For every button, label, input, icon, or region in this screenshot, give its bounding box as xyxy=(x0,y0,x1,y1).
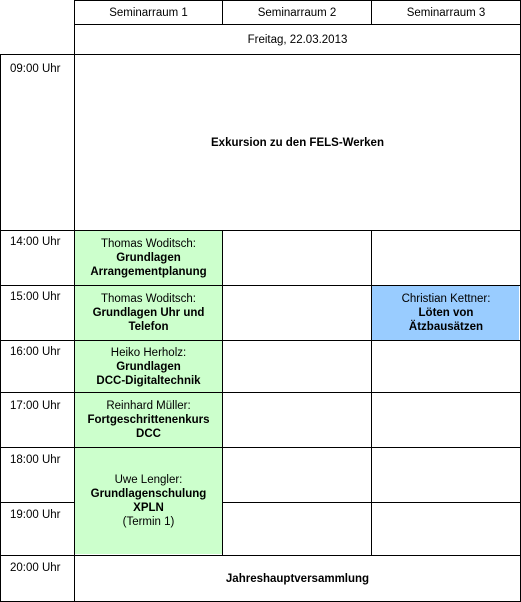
time-label-1900: 19:00 Uhr xyxy=(10,509,61,521)
time-label-0900: 09:00 Uhr xyxy=(10,63,61,75)
grid-line xyxy=(371,0,372,25)
fill-s1-1500 xyxy=(75,286,222,340)
date-header: Freitag, 22.03.2013 xyxy=(247,33,348,46)
room-header-2: Seminarraum 2 xyxy=(257,6,337,19)
event-speaker: Christian Kettner: xyxy=(401,293,491,305)
fill-s1-1700 xyxy=(75,393,222,447)
grid-line xyxy=(371,230,372,556)
time-label-2000: 20:00 Uhr xyxy=(10,562,61,574)
event-speaker: Heiko Herholz: xyxy=(110,346,187,359)
event-title: DCC xyxy=(136,428,161,440)
grid-line xyxy=(0,340,521,341)
time-label-1700: 17:00 Uhr xyxy=(10,400,61,412)
event-s1-1600: Heiko Herholz: Grundlagen DCC-Digitaltec… xyxy=(75,341,222,392)
event-title: Arrangementplanung xyxy=(90,266,207,278)
event-title: Grundlagenschulung xyxy=(90,488,207,500)
fill-s1-1400 xyxy=(75,231,222,285)
grid-line xyxy=(0,285,521,286)
fill-s3-1500 xyxy=(372,286,519,340)
event-note: (Termin 1) xyxy=(122,516,175,528)
event-speaker: Thomas Woditsch: xyxy=(100,293,196,305)
grid-line xyxy=(222,0,223,25)
grid-line xyxy=(0,502,74,503)
event-s1-1700: Reinhard Müller: Fortgeschrittenenkurs D… xyxy=(75,393,222,447)
event-s1-1500: Thomas Woditsch: Grundlagen Uhr und Tele… xyxy=(75,286,222,340)
time-label-1400: 14:00 Uhr xyxy=(10,236,61,248)
event-s1-1800: Uwe Lengler: Grundlagenschulung XPLN (Te… xyxy=(75,448,222,554)
grid-line xyxy=(0,555,521,556)
event-speaker: Uwe Lengler: xyxy=(114,474,183,486)
grid-line xyxy=(0,230,521,231)
event-speaker: Thomas Woditsch: xyxy=(100,238,196,250)
event-assembly: Jahreshauptversammlung xyxy=(225,572,370,585)
fill-s1-1600 xyxy=(75,341,222,392)
event-title: Grundlagen Uhr und xyxy=(92,307,205,319)
grid-line xyxy=(74,0,75,602)
event-speaker: Reinhard Müller: xyxy=(106,400,191,412)
grid-line xyxy=(222,230,223,556)
grid-line xyxy=(0,54,521,55)
time-label-1600: 16:00 Uhr xyxy=(10,346,61,358)
event-title: Löten von xyxy=(418,307,474,319)
event-title: Ätzbausätzen xyxy=(408,321,484,333)
grid-line xyxy=(74,24,521,25)
event-excursion: Exkursion zu den FELS-Werken xyxy=(211,136,384,149)
time-label-1800: 18:00 Uhr xyxy=(10,454,61,466)
event-title: XPLN xyxy=(133,502,164,514)
grid-line xyxy=(0,392,521,393)
room-header-1: Seminarraum 1 xyxy=(109,6,188,19)
fill-s1-1800 xyxy=(75,448,222,554)
event-title: Grundlagen xyxy=(116,252,181,264)
event-title: Fortgeschrittenenkurs xyxy=(87,414,210,426)
grid-line xyxy=(74,0,521,1)
room-header-3: Seminarraum 3 xyxy=(406,6,486,19)
grid-line xyxy=(0,447,521,448)
event-s1-1400: Thomas Woditsch: Grundlagen Arrangementp… xyxy=(75,231,222,285)
time-label-1500: 15:00 Uhr xyxy=(10,291,61,303)
event-title: Telefon xyxy=(128,321,169,333)
event-s3-1500: Christian Kettner: Löten von Ätzbausätze… xyxy=(372,286,520,340)
grid-line xyxy=(0,54,1,602)
event-title: Grundlagen xyxy=(116,360,181,373)
event-title: DCC-Digitaltechnik xyxy=(96,374,201,387)
